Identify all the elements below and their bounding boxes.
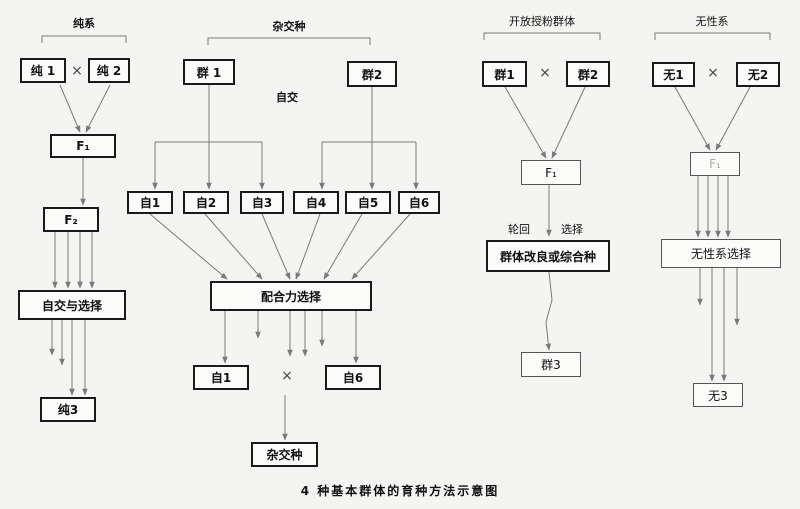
cross-symbol: ×	[539, 65, 551, 81]
hybrid-group2-node: 群2	[347, 61, 397, 87]
section-label-clone: 无性系	[695, 15, 729, 28]
pure-result-node: 纯3	[40, 397, 96, 422]
combining-ability-node: 配合力选择	[210, 281, 372, 311]
selfing-label: 自交	[276, 91, 298, 104]
pure-f2-node: F₂	[43, 207, 99, 232]
open-result-node: 群3	[521, 352, 581, 377]
pure-selection-node: 自交与选择	[18, 290, 126, 320]
pure-parent2-node: 纯 2	[88, 58, 130, 83]
population-improvement-node: 群体改良或综合种	[486, 240, 610, 272]
selfed-line-2-node: 自2	[183, 191, 229, 214]
selfed-line-1-node: 自1	[127, 191, 173, 214]
open-group2-node: 群2	[566, 61, 610, 87]
clone-f1-node: F₁	[690, 152, 740, 176]
section-label-open: 开放授粉群体	[509, 15, 575, 28]
pure-f1-node: F₁	[50, 134, 116, 158]
figure-caption: 4 种基本群体的育种方法示意图	[300, 484, 500, 498]
selfed-line-3-node: 自3	[240, 191, 284, 214]
clone-selection-node: 无性系选择	[661, 239, 781, 268]
hybrid-out1-node: 自1	[193, 365, 249, 390]
cross-symbol: ×	[707, 65, 719, 81]
cross-symbol: ×	[71, 63, 83, 79]
select-label: 选择	[561, 223, 583, 236]
clone-result-node: 无3	[693, 383, 743, 407]
cross-symbol: ×	[281, 368, 293, 384]
selfed-line-6-node: 自6	[398, 191, 440, 214]
selfed-line-4-node: 自4	[293, 191, 339, 214]
hybrid-out6-node: 自6	[325, 365, 381, 390]
hybrid-result-node: 杂交种	[251, 442, 318, 467]
hybrid-group1-node: 群 1	[183, 59, 235, 85]
open-f1-node: F₁	[521, 160, 581, 185]
pure-parent1-node: 纯 1	[20, 58, 66, 83]
clone-parent1-node: 无1	[652, 62, 695, 87]
recurrent-label: 轮回	[508, 223, 530, 236]
clone-parent2-node: 无2	[736, 62, 780, 87]
section-label-hybrid: 杂交种	[272, 20, 306, 33]
selfed-line-5-node: 自5	[345, 191, 391, 214]
open-group1-node: 群1	[482, 61, 527, 87]
section-label-pure: 纯系	[73, 17, 95, 30]
